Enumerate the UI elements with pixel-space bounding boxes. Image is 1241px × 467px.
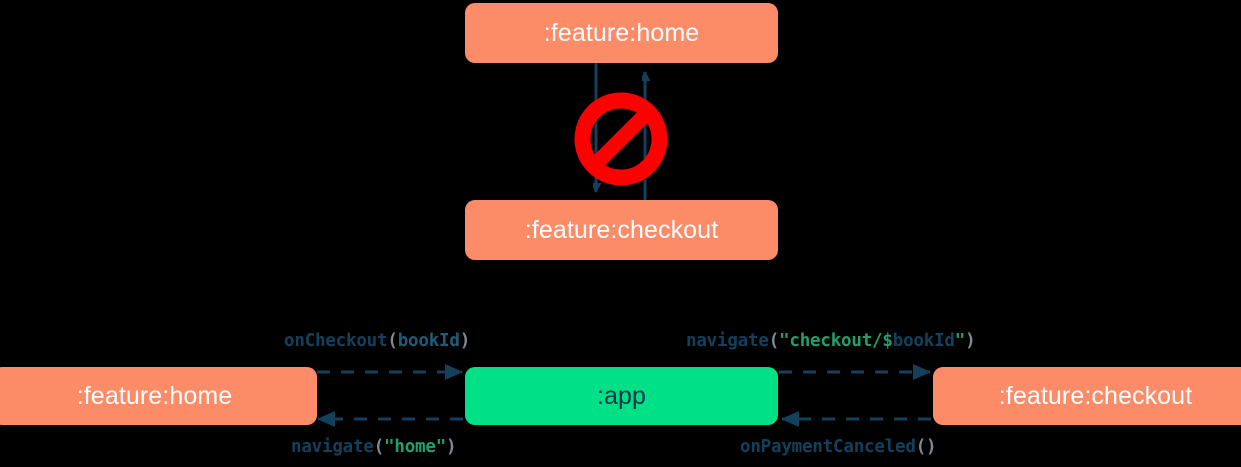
token-string: "home" [384,437,447,457]
node-label: :feature:home [543,18,700,47]
node-feature-home-bottom[interactable]: :feature:home [0,367,317,425]
token-punct: ( [373,437,385,457]
node-feature-checkout-top[interactable]: :feature:checkout [465,200,778,260]
token-punct: ) [459,331,471,351]
token-dollar: $ [882,331,893,351]
token-punct: ) [965,331,976,351]
edge-label-navigate-checkout: navigate("checkout/$bookId") [686,331,976,351]
token-punct: ( [387,331,398,351]
node-label: :app [596,381,647,410]
node-feature-home-top[interactable]: :feature:home [465,3,778,63]
node-label: :feature:checkout [998,381,1193,410]
token-string: " [954,331,966,351]
token-fn: onCheckout [284,331,388,351]
token-fn: onPaymentCanceled [740,437,916,457]
token-var: bookId [892,331,955,351]
edge-label-oncheckout: onCheckout(bookId) [284,331,470,351]
node-label: :feature:home [76,381,233,410]
edge-label-onpaymentcanceled: onPaymentCanceled() [740,437,937,457]
token-fn: navigate [686,331,769,351]
token-fn: navigate [291,437,374,457]
node-app[interactable]: :app [465,367,778,425]
node-label: :feature:checkout [524,215,719,244]
token-punct: () [915,437,937,457]
token-string: "checkout/ [779,331,883,351]
token-punct: ) [446,437,457,457]
node-feature-checkout-bottom[interactable]: :feature:checkout [933,367,1241,425]
no-entry-icon [574,92,668,186]
token-punct: ( [768,331,780,351]
edge-label-navigate-home: navigate("home") [291,437,457,457]
token-ident: bookId [397,331,460,351]
